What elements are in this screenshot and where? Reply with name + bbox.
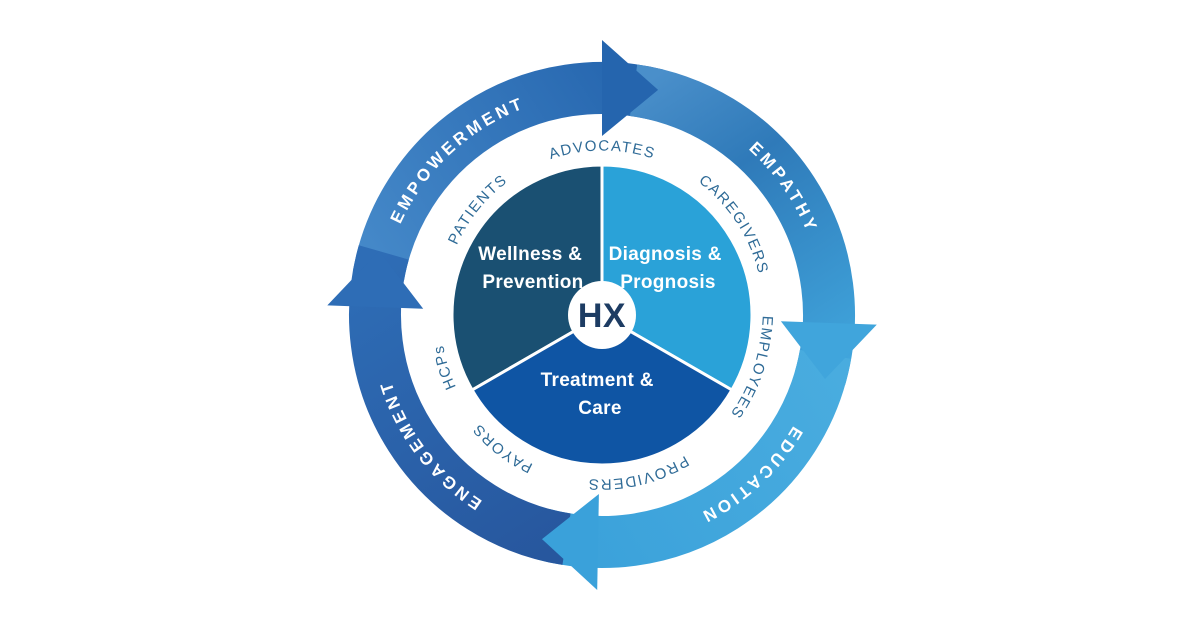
engagement-arc bbox=[349, 245, 571, 565]
arrowhead-right-icon bbox=[780, 321, 877, 379]
pie-sector-diagnosis-prognosis bbox=[600, 163, 754, 392]
center-hx-label: HX bbox=[578, 297, 626, 335]
advocates-label: ADVOCATES bbox=[547, 137, 658, 163]
treatment-care-label: Treatment & Care bbox=[541, 370, 660, 419]
pie-sector-treatment-care bbox=[470, 313, 734, 467]
arrowhead-bottom-icon bbox=[542, 494, 599, 590]
arrowhead-left-icon bbox=[327, 251, 424, 309]
center-circle bbox=[568, 281, 636, 349]
diagnosis-prognosis-label: Diagnosis & Prognosis bbox=[609, 244, 728, 293]
empathy-arc bbox=[629, 64, 855, 385]
wellness-prevention-label: Wellness & Prevention bbox=[478, 244, 588, 293]
arrowhead-top-icon bbox=[602, 40, 659, 136]
pie-sector-wellness-prevention bbox=[450, 163, 604, 392]
